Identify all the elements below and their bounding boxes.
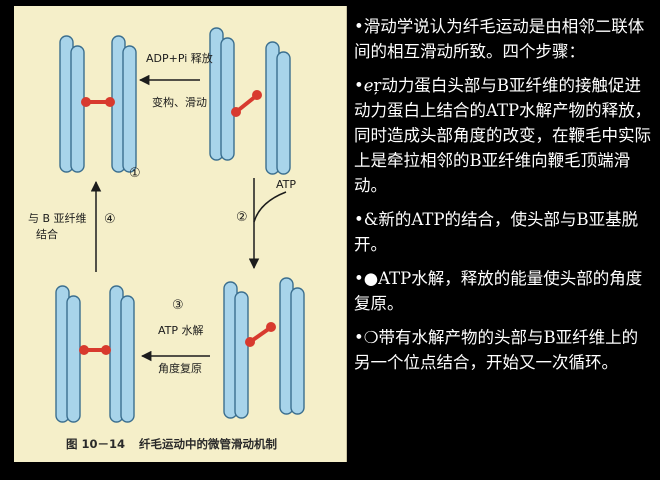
doublet-bottom-left bbox=[55, 285, 135, 423]
step-number-4: ④ bbox=[104, 212, 116, 227]
label-bind-b-subfiber-line1: 与 B 亚纤维 bbox=[28, 212, 87, 225]
step-number-3: ③ bbox=[172, 298, 184, 313]
label-adp-release: ADP+Pi 释放 bbox=[146, 52, 213, 65]
figure-caption-number: 图 10－14 bbox=[66, 437, 126, 451]
label-conformation-slide: 变构、滑动 bbox=[152, 96, 207, 109]
step-number-2: ② bbox=[236, 210, 248, 225]
arrow-step2-atp-curve bbox=[253, 191, 287, 223]
figure-caption-text: 纤毛运动中的微管滑动机制 bbox=[139, 437, 278, 451]
figure-caption: 图 10－14 纤毛运动中的微管滑动机制 bbox=[66, 436, 291, 452]
paragraph-step-1: •ℯŗ动力蛋白头部与B亚纤维的接触促进动力蛋白上结合的ATP水解产物的释放，同时… bbox=[354, 76, 652, 195]
paragraph-step-2: •&新的ATP的结合，使头部与B亚基脱开。 bbox=[354, 210, 639, 254]
doublet-top-left bbox=[59, 35, 137, 173]
label-atp: ATP bbox=[276, 178, 297, 191]
sliding-mechanism-diagram bbox=[55, 27, 305, 423]
label-angle-restore: 角度复原 bbox=[158, 362, 202, 375]
paragraph-step-3: •●ATP水解，释放的能量使头部的角度复原。 bbox=[354, 269, 643, 313]
step-number-1: ① bbox=[129, 166, 141, 181]
doublet-bottom-right bbox=[223, 277, 305, 419]
figure-panel: ADP+Pi 释放 变构、滑动 ① ATP ② ③ ATP 水解 角度复原 与 … bbox=[14, 6, 347, 462]
paragraph-intro: •滑动学说认为纤毛运动是由相邻二联体间的相互滑动所致。四个步骤： bbox=[354, 17, 645, 61]
doublet-top-right bbox=[209, 27, 291, 175]
label-atp-hydrolysis: ATP 水解 bbox=[158, 324, 204, 337]
paragraph-step-4: •❍带有水解产物的头部与B亚纤维上的另一个位点结合，开始又一次循环。 bbox=[354, 328, 639, 372]
explanation-text-panel: •滑动学说认为纤毛运动是由相邻二联体间的相互滑动所致。四个步骤： •ℯŗ动力蛋白… bbox=[354, 14, 654, 384]
label-bind-b-subfiber-line2: 结合 bbox=[36, 228, 58, 241]
